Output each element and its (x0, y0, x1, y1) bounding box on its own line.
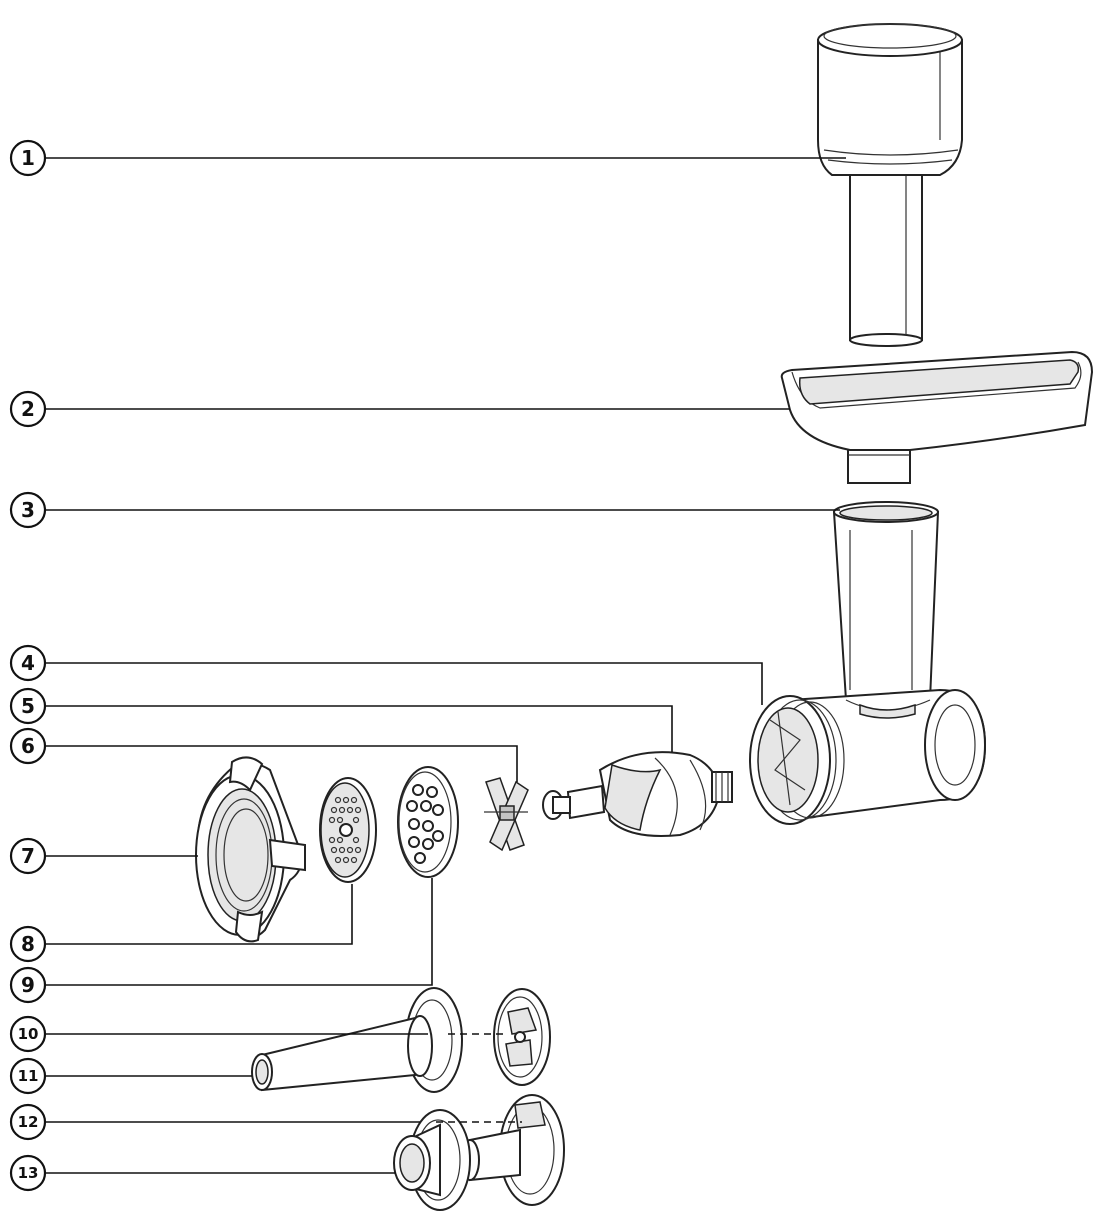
housing-neck (832, 501, 940, 701)
callout-1-label: 1 (21, 146, 35, 170)
grinder-housing (749, 688, 987, 825)
callout-11: 11 (9, 1057, 47, 1095)
fine-disc (319, 777, 377, 883)
callout-3: 3 (9, 491, 47, 529)
callout-6-label: 6 (21, 734, 35, 758)
leader-lines (46, 157, 846, 1174)
callout-13: 13 (9, 1154, 47, 1192)
callout-8-label: 8 (21, 932, 35, 956)
callout-12-label: 12 (18, 1113, 39, 1131)
callout-2-label: 2 (21, 397, 35, 421)
coarse-disc (397, 766, 459, 878)
callout-5: 5 (9, 687, 47, 725)
callout-1: 1 (9, 139, 47, 177)
auger-screw (542, 751, 733, 837)
callout-4-label: 4 (21, 651, 35, 675)
callout-13-label: 13 (18, 1164, 39, 1182)
callout-7: 7 (9, 837, 47, 875)
callout-11-label: 11 (18, 1067, 39, 1085)
sausage-separator (493, 988, 551, 1086)
callout-3-label: 3 (21, 498, 35, 522)
callout-5-label: 5 (21, 694, 35, 718)
callout-2: 2 (9, 390, 47, 428)
callout-8: 8 (9, 925, 47, 963)
callout-9: 9 (9, 966, 47, 1004)
callout-6: 6 (9, 727, 47, 765)
callout-12: 12 (9, 1103, 47, 1141)
callout-9-label: 9 (21, 973, 35, 997)
feeding-tube (817, 23, 963, 347)
callout-badges: 1 2 3 4 5 6 7 8 (9, 139, 47, 1192)
callout-4: 4 (9, 644, 47, 682)
kibbe-cone (393, 1109, 471, 1211)
locking-ring (195, 756, 306, 943)
callout-7-label: 7 (21, 844, 35, 868)
kibbe-separator (460, 1094, 565, 1206)
callout-10-label: 10 (18, 1025, 39, 1043)
sausage-nozzle (251, 987, 463, 1093)
feeding-tray (780, 350, 1094, 484)
callout-10: 10 (9, 1015, 47, 1053)
cross-blade (484, 777, 529, 852)
